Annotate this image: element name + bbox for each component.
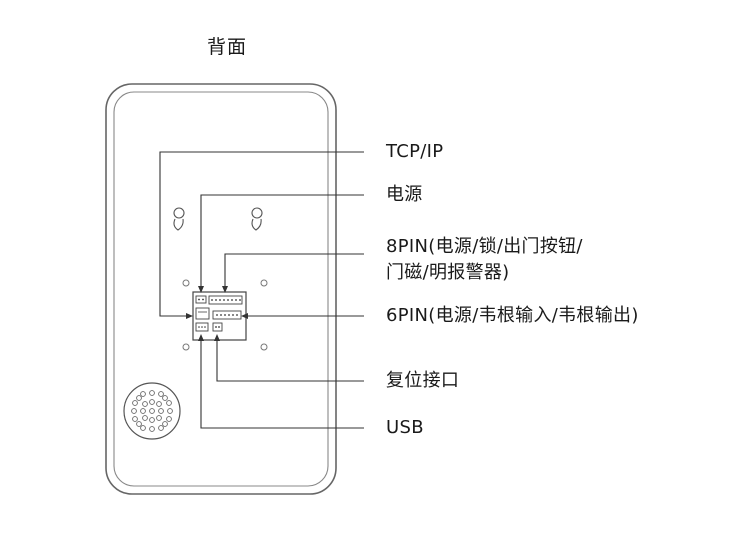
label-usb: USB [386, 417, 424, 438]
leader-power [200, 194, 364, 288]
label-tcp-ip: TCP/IP [386, 141, 444, 162]
label-6pin: 6PIN(电源/韦根输入/韦根输出) [386, 305, 639, 326]
device-outer-outline [105, 83, 337, 495]
leader-reset [216, 339, 364, 382]
label-reset: 复位接口 [386, 370, 460, 391]
leader-usb [200, 339, 364, 429]
screw-holes [182, 279, 268, 351]
mounting-hole-right [251, 207, 263, 231]
reset-port [212, 322, 223, 332]
device-inner-outline [113, 91, 329, 487]
label-8pin-line1: 8PIN(电源/锁/出门按钮/ [386, 236, 583, 257]
speaker-grille [123, 382, 181, 440]
diagram-title: 背面 [206, 36, 247, 58]
leader-8pin [224, 253, 364, 288]
mounting-hole-left [173, 207, 185, 231]
label-power: 电源 [386, 184, 423, 205]
8pin-connector [208, 295, 243, 305]
rj45-port [195, 307, 210, 320]
power-connector [195, 295, 207, 304]
leader-tcp-ip [159, 151, 364, 317]
connector-panel [192, 291, 247, 341]
usb-port [195, 322, 209, 332]
6pin-connector [212, 310, 242, 320]
leader-lines [159, 151, 364, 429]
label-8pin-line2: 门磁/明报警器) [386, 262, 510, 283]
